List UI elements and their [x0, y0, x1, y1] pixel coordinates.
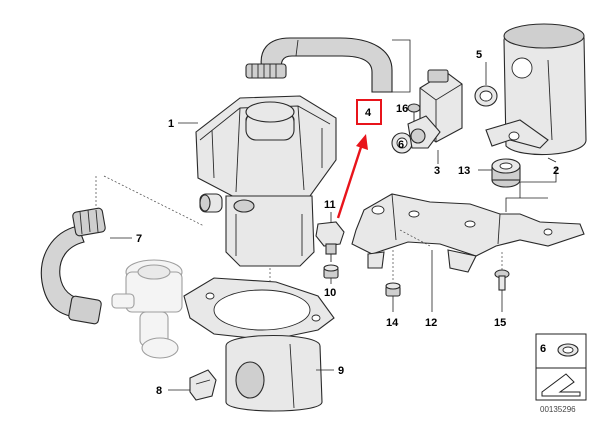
part-14-nut [385, 282, 401, 297]
part-3-valve [407, 69, 463, 149]
reference-number: 00135296 [540, 405, 576, 414]
part-12-bracket [351, 193, 585, 273]
part-2-filter-housing [485, 23, 587, 156]
callout-3: 3 [434, 165, 440, 177]
callout-2: 2 [553, 165, 559, 177]
callout-11: 11 [324, 199, 336, 211]
part-13-grommet [491, 158, 521, 188]
callout-8: 8 [156, 385, 162, 397]
callout-4: 4 [365, 107, 372, 119]
legend-number: 6 [540, 343, 546, 355]
part-10-nut [323, 264, 339, 279]
callout-7: 7 [136, 233, 142, 245]
callout-6: 6 [398, 139, 404, 151]
part-9-holder [183, 277, 335, 412]
callout-14: 14 [386, 317, 399, 329]
highlight-box [356, 99, 382, 125]
callout-5: 5 [476, 49, 482, 61]
highlight-arrowhead [356, 134, 368, 150]
highlight-arrow [336, 143, 364, 219]
leader-2 [547, 157, 557, 163]
part-12-bracket-line [505, 197, 548, 212]
callout-9: 9 [338, 365, 344, 377]
part-4-hose [245, 37, 393, 93]
part-4-bracket-line [392, 39, 411, 93]
callout-16: 16 [396, 103, 408, 115]
part-5-seal-ring [474, 85, 498, 107]
part-11-sensor [315, 221, 345, 262]
part-8-clip [189, 369, 217, 401]
dash-12 [399, 229, 431, 247]
callout-13: 13 [458, 165, 470, 177]
dash-7 [95, 175, 205, 227]
callout-10: 10 [324, 287, 336, 299]
part-1-air-pump [195, 95, 337, 267]
part-7-hose [40, 207, 106, 325]
check-valve-ghost [111, 259, 183, 359]
part-15-bolt [494, 269, 510, 291]
callout-1: 1 [168, 118, 174, 130]
legend-box [535, 333, 587, 401]
callout-15: 15 [494, 317, 506, 329]
part-2-bracket-line [519, 168, 557, 198]
callout-12: 12 [425, 317, 437, 329]
